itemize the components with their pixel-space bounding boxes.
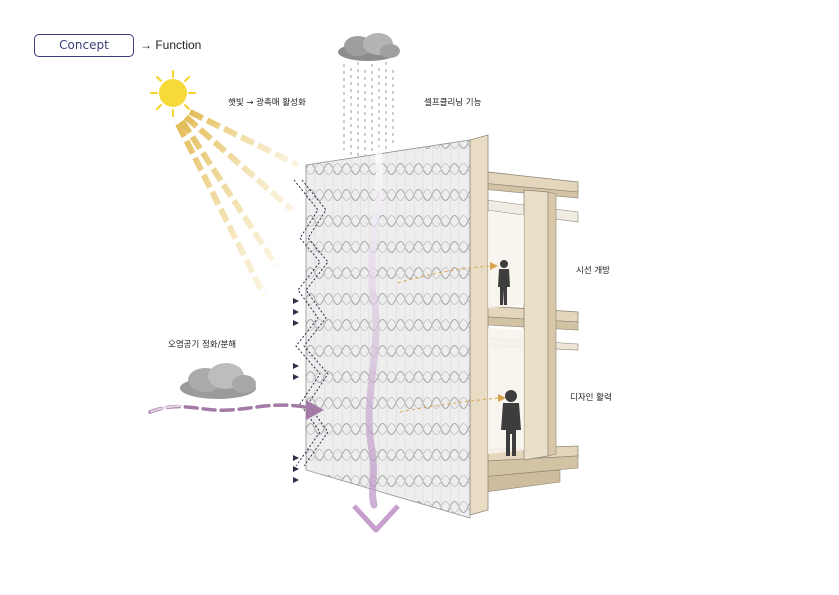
air-arrow-heads: [293, 298, 299, 483]
function-label: → Function: [140, 38, 202, 52]
self-cleaning-flow: [352, 146, 400, 533]
concept-label: Concept: [59, 38, 109, 52]
concept-tag: Concept: [34, 34, 134, 57]
person-silhouette-upper: [498, 260, 510, 305]
sun-icon: [150, 70, 196, 117]
cloud-icon: [180, 363, 256, 399]
view-arrow-heads: [490, 262, 506, 402]
design-vitality-label: 디자인 활력: [570, 393, 612, 403]
mesh-facade: [305, 139, 471, 519]
view-arrows: [397, 265, 499, 413]
sunlight-label: 햇빛 → 광촉매 활성화: [228, 98, 306, 108]
rain-cloud-icon: [338, 33, 400, 165]
polluted-air-arrow: [148, 400, 324, 420]
building-frame: [469, 134, 579, 516]
sun-rays: [175, 109, 300, 297]
view-open-label: 시선 개방: [576, 266, 610, 276]
air-purify-label: 오염공기 정화/분해: [168, 340, 237, 350]
person-silhouette-lower: [501, 390, 521, 456]
self-cleaning-label: 셀프클리닝 기능: [424, 98, 482, 108]
